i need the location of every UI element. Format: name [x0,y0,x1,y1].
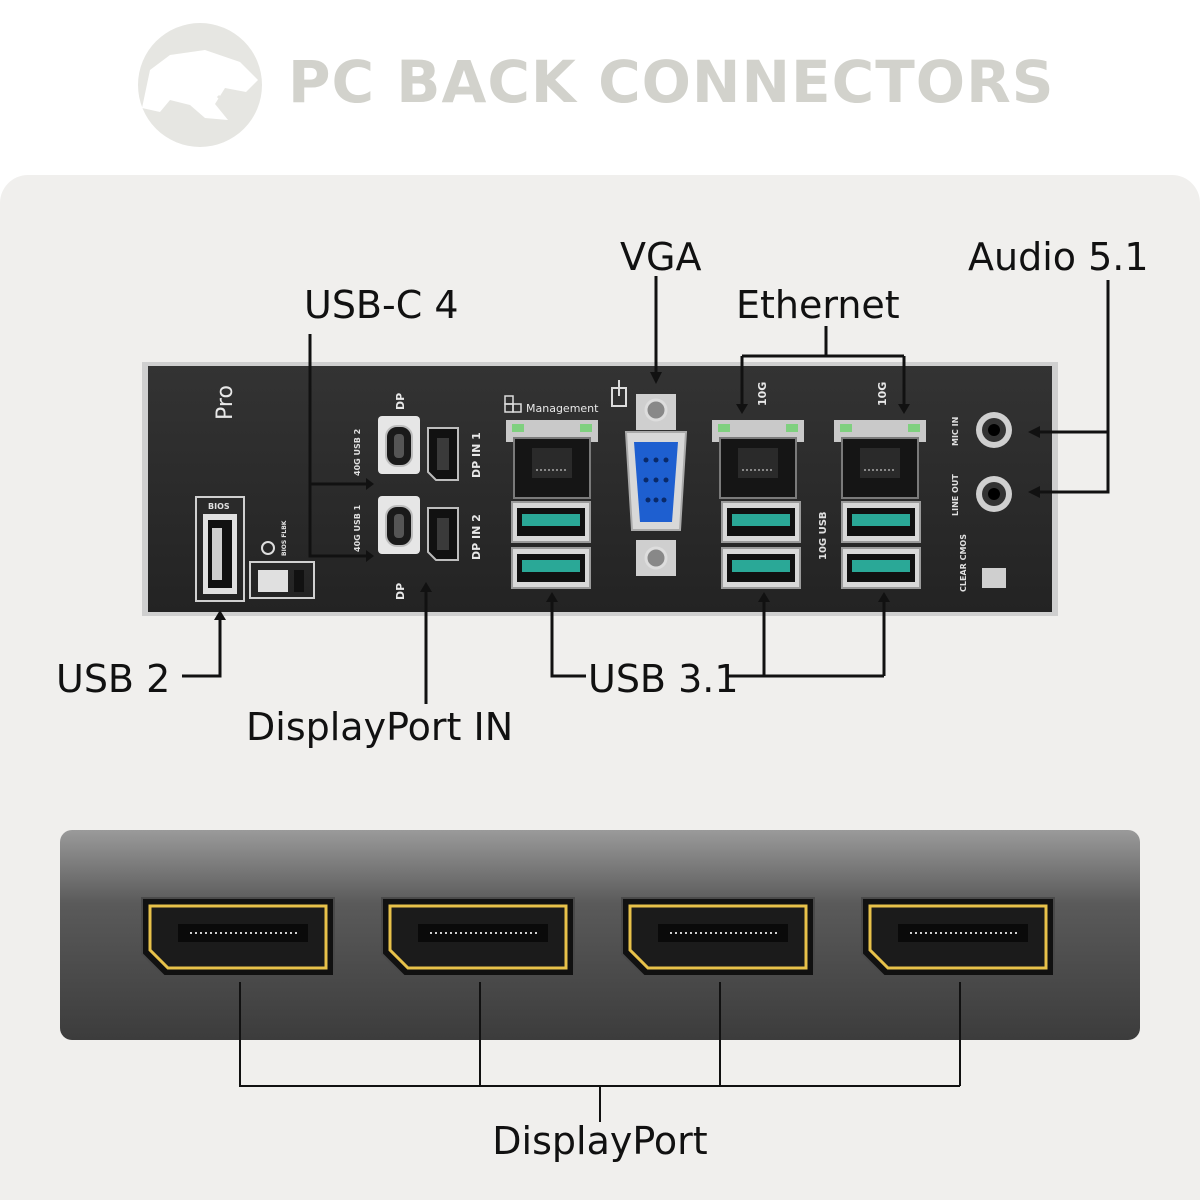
usb-40g-1-label: 40G USB 1 [353,504,362,552]
ten-g-left-label: 10G [756,382,769,406]
usbc4-label: USB-C 4 [304,283,459,327]
ten-g-right-label: 10G [876,382,889,406]
management-label: Management [526,402,599,415]
vga-port [624,394,688,576]
network-icon [504,395,522,413]
displayport-port-1 [140,896,336,978]
displayport-panel [60,830,1140,1040]
displayport-label: DisplayPort [492,1119,707,1163]
refresh-icon [261,541,275,555]
export-icon [611,380,627,407]
audio-label: Audio 5.1 [968,235,1149,279]
ten-g-usb-label: 10G USB [818,511,829,560]
bios-flbk-button-frame [249,561,315,599]
usb3-port-4 [721,547,801,589]
dp-in-1-label: DP IN 1 [470,432,483,478]
displayport-in-label: DisplayPort IN [246,705,513,749]
mic-in-label: MIC IN [951,417,960,446]
usb3-port-6 [841,547,921,589]
arrowheads [214,372,1040,620]
clear-cmos-button [982,568,1006,588]
dp-bottom-label: DP [394,583,407,600]
page-title: PC BACK CONNECTORS [288,48,1055,116]
ethernet-label: Ethernet [736,283,900,327]
bios-label: BIOS [208,502,230,511]
leader-lines [182,276,1110,704]
brand-label: Pro [213,385,238,420]
dp-in-2-label: DP IN 2 [470,514,483,560]
dp-in-2-port [427,507,459,561]
displayport-leader-lines [239,982,961,1122]
header: PC BACK CONNECTORS [0,0,1200,170]
clear-cmos-label: CLEAR CMOS [959,534,968,592]
trex-logo-icon [138,23,262,147]
usb3-port-3 [721,501,801,543]
usb-40g-2-label: 40G USB 2 [353,429,362,476]
vga-label: VGA [620,235,701,279]
usb3-port-5 [841,501,921,543]
mic-in-jack [976,412,1012,448]
displayport-port-4 [860,896,1056,978]
usb3-port-1 [511,501,591,543]
usbc-port-1 [377,495,421,555]
displayport-port-3 [620,896,816,978]
ethernet-port-1 [711,419,805,499]
usbc-port-2 [377,415,421,475]
bios-flbk-label: BIOS FLBK [281,520,288,556]
usb2-frame [195,496,245,602]
usb3-port-2 [511,547,591,589]
displayport-port-2 [380,896,576,978]
usb31-label: USB 3.1 [588,657,739,701]
dp-in-1-port [427,427,459,481]
ethernet-port-2 [833,419,927,499]
management-lan-port [505,419,599,499]
dp-top-label: DP [394,393,407,410]
usb2-label: USB 2 [56,657,170,701]
line-out-label: LINE OUT [951,474,960,516]
line-out-jack [976,476,1012,512]
bios-flbk-button [258,570,288,592]
